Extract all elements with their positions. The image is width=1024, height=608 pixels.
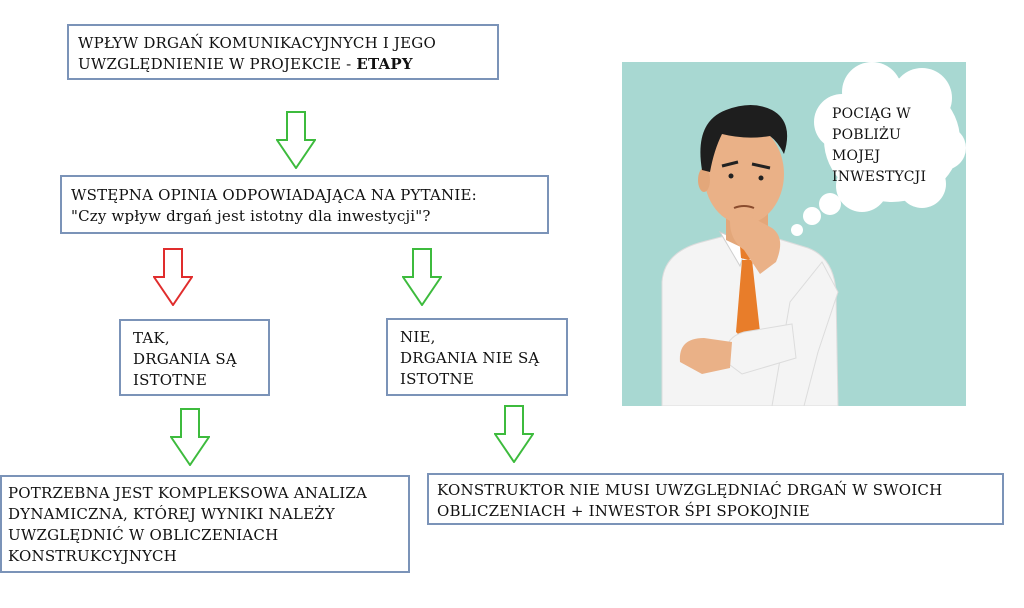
green-down-arrow-icon <box>494 405 534 463</box>
bubble-line-2: POBLIŻU <box>832 127 901 143</box>
thinking-man-icon <box>622 62 966 407</box>
analysis-line-3: UWZGLĘDNIĆ W OBLICZENIACH <box>8 526 279 544</box>
title-box: WPŁYW DRGAŃ KOMUNIKACYJNYCH I JEGO UWZGL… <box>67 24 499 80</box>
analysis-box: POTRZEBNA JEST KOMPLEKSOWA ANALIZA DYNAM… <box>0 475 410 573</box>
thinking-man-illustration: POCIĄG W POBLIŻU MOJEJ INWESTYCJI <box>622 62 966 407</box>
constructor-line-2: OBLICZENIACH + INWESTOR ŚPI SPOKOJNIE <box>437 502 810 520</box>
opinion-line-2: "Czy wpływ drgań jest istotny dla inwest… <box>71 207 431 225</box>
no-line-3: ISTOTNE <box>400 370 474 388</box>
title-line-2: UWZGLĘDNIENIE W PROJEKCIE - ETAPY <box>78 54 497 75</box>
bubble-line-4: INWESTYCJI <box>832 169 927 185</box>
title-line-1: WPŁYW DRGAŃ KOMUNIKACYJNYCH I JEGO <box>78 34 436 52</box>
title-line-2-bold: ETAPY <box>356 55 413 73</box>
opinion-line-1: WSTĘPNA OPINIA ODPOWIADAJĄCA NA PYTANIE: <box>71 186 477 204</box>
yes-line-3: ISTOTNE <box>133 371 207 389</box>
red-down-arrow-icon <box>153 248 193 306</box>
yes-line-1: TAK, <box>133 329 170 347</box>
no-box: NIE, DRGANIA NIE SĄ ISTOTNE <box>386 318 568 396</box>
no-line-1: NIE, <box>400 328 436 346</box>
analysis-line-2: DYNAMICZNA, KTÓREJ WYNIKI NALEŻY <box>8 505 335 523</box>
constructor-line-1: KONSTRUKTOR NIE MUSI UWZGLĘDNIAĆ DRGAŃ W… <box>437 481 943 499</box>
title-line-2-prefix: UWZGLĘDNIENIE W PROJEKCIE - <box>78 55 357 73</box>
bubble-line-3: MOJEJ <box>832 148 881 164</box>
analysis-line-4: KONSTRUKCYJNYCH <box>8 547 177 565</box>
green-down-arrow-icon <box>402 248 442 306</box>
no-line-2: DRGANIA NIE SĄ <box>400 349 540 367</box>
constructor-box: KONSTRUKTOR NIE MUSI UWZGLĘDNIAĆ DRGAŃ W… <box>427 473 1004 525</box>
green-down-arrow-icon <box>276 111 316 169</box>
thought-bubble-text: POCIĄG W POBLIŻU MOJEJ INWESTYCJI <box>832 104 926 188</box>
bubble-line-1: POCIĄG W <box>832 106 911 122</box>
green-down-arrow-icon <box>170 408 210 466</box>
analysis-line-1: POTRZEBNA JEST KOMPLEKSOWA ANALIZA <box>8 484 368 502</box>
yes-box: TAK, DRGANIA SĄ ISTOTNE <box>119 319 270 396</box>
thought-bubble-icon <box>791 62 966 236</box>
yes-line-2: DRGANIA SĄ <box>133 350 237 368</box>
opinion-box: WSTĘPNA OPINIA ODPOWIADAJĄCA NA PYTANIE:… <box>60 175 549 234</box>
